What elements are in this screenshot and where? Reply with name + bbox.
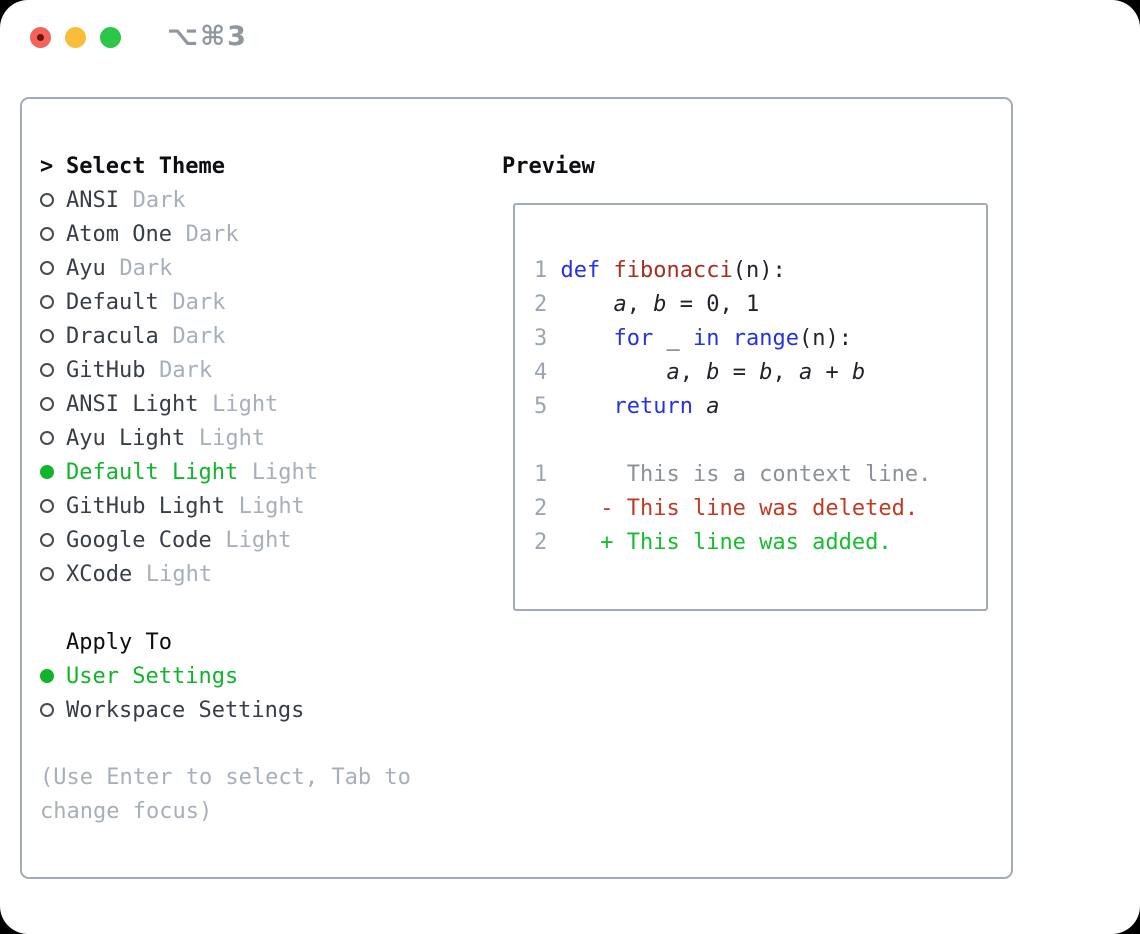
- radio-selected-icon: [40, 465, 66, 479]
- preview-header: Preview: [502, 153, 595, 179]
- theme-option-ayu[interactable]: Ayu Dark: [40, 251, 485, 285]
- theme-option-xcode[interactable]: XCode Light: [40, 557, 485, 591]
- radio-icon: [40, 329, 66, 343]
- theme-variant: Light: [225, 527, 292, 553]
- radio-icon: [40, 567, 66, 581]
- theme-name: Dracula: [66, 323, 159, 349]
- radio-icon: [40, 703, 66, 717]
- theme-option-google-code[interactable]: Google Code Light: [40, 523, 485, 557]
- preview-line: 3 for _ in range(n):: [534, 326, 852, 351]
- theme-variant: Dark: [159, 357, 213, 383]
- theme-name: Google Code: [66, 527, 212, 553]
- preview-line: 2 - This line was deleted.: [534, 496, 919, 521]
- preview-line: 1 def fibonacci(n):: [534, 258, 786, 283]
- radio-icon: [40, 397, 66, 411]
- preview-line: 2 a, b = 0, 1: [534, 292, 760, 317]
- apply-option-user-settings[interactable]: User Settings: [40, 659, 485, 693]
- radio-icon: [40, 227, 66, 241]
- apply-to-header: Apply To: [66, 629, 172, 655]
- theme-variant: Light: [145, 561, 213, 587]
- theme-option-dracula[interactable]: Dracula Dark: [40, 319, 485, 353]
- radio-icon: [40, 363, 66, 377]
- theme-name: Default Light: [66, 459, 239, 485]
- theme-option-default-light[interactable]: Default Light Light: [40, 455, 485, 489]
- radio-icon: [40, 193, 66, 207]
- minimize-button[interactable]: [65, 27, 86, 48]
- traffic-lights: [30, 27, 121, 48]
- radio-selected-icon: [40, 669, 66, 683]
- select-theme-header-row: > Select Theme: [40, 149, 485, 183]
- apply-option-label: User Settings: [66, 663, 239, 689]
- theme-variant: Light: [198, 425, 266, 451]
- theme-variant: Dark: [132, 187, 186, 213]
- select-theme-header: Select Theme: [66, 153, 225, 179]
- theme-name: GitHub: [66, 357, 146, 383]
- theme-name: Atom One: [66, 221, 172, 247]
- preview-line: 1 This is a context line.: [534, 462, 932, 487]
- theme-name: Ayu: [66, 255, 106, 281]
- theme-name: ANSI: [66, 187, 119, 213]
- theme-option-ayu-light[interactable]: Ayu Light Light: [40, 421, 485, 455]
- theme-variant: Dark: [172, 289, 226, 315]
- theme-option-ansi-light[interactable]: ANSI Light Light: [40, 387, 485, 421]
- radio-icon: [40, 295, 66, 309]
- theme-name: Default: [66, 289, 159, 315]
- help-text: (Use Enter to select, Tab to change focu…: [40, 765, 411, 824]
- title-bar: ⌥⌘3: [0, 0, 1140, 97]
- theme-option-default[interactable]: Default Dark: [40, 285, 485, 319]
- theme-name: XCode: [66, 561, 133, 587]
- code-preview: 1 def fibonacci(n): 2 a, b = 0, 1 3 for _ …: [515, 205, 986, 560]
- radio-icon: [40, 261, 66, 275]
- close-button[interactable]: [30, 27, 51, 48]
- theme-variant: Dark: [185, 221, 239, 247]
- theme-name: GitHub Light: [66, 493, 225, 519]
- apply-option-workspace-settings[interactable]: Workspace Settings: [40, 693, 485, 727]
- preview-line: 5 return a: [534, 394, 720, 419]
- theme-variant: Light: [238, 493, 305, 519]
- theme-variant: Light: [212, 391, 279, 417]
- radio-icon: [40, 431, 66, 445]
- theme-name: ANSI Light: [66, 391, 199, 417]
- zoom-button[interactable]: [100, 27, 121, 48]
- window-title: ⌥⌘3: [167, 21, 248, 52]
- theme-option-github-light[interactable]: GitHub Light Light: [40, 489, 485, 523]
- preview-line: 2 + This line was added.: [534, 530, 892, 555]
- theme-variant: Dark: [172, 323, 226, 349]
- theme-option-ansi[interactable]: ANSI Dark: [40, 183, 485, 217]
- theme-name: Ayu Light: [66, 425, 186, 451]
- preview-line: 4 a, b = b, a + b: [534, 360, 866, 385]
- preview-box: 1 def fibonacci(n): 2 a, b = 0, 1 3 for _ …: [513, 203, 988, 611]
- radio-icon: [40, 533, 66, 547]
- theme-option-github[interactable]: GitHub Dark: [40, 353, 485, 387]
- preview-line: [534, 424, 986, 458]
- radio-icon: [40, 499, 66, 513]
- theme-variant: Dark: [119, 255, 173, 281]
- cursor-icon: >: [40, 153, 54, 179]
- theme-variant: Light: [251, 459, 319, 485]
- apply-option-label: Workspace Settings: [66, 697, 305, 723]
- theme-option-atom-one[interactable]: Atom One Dark: [40, 217, 485, 251]
